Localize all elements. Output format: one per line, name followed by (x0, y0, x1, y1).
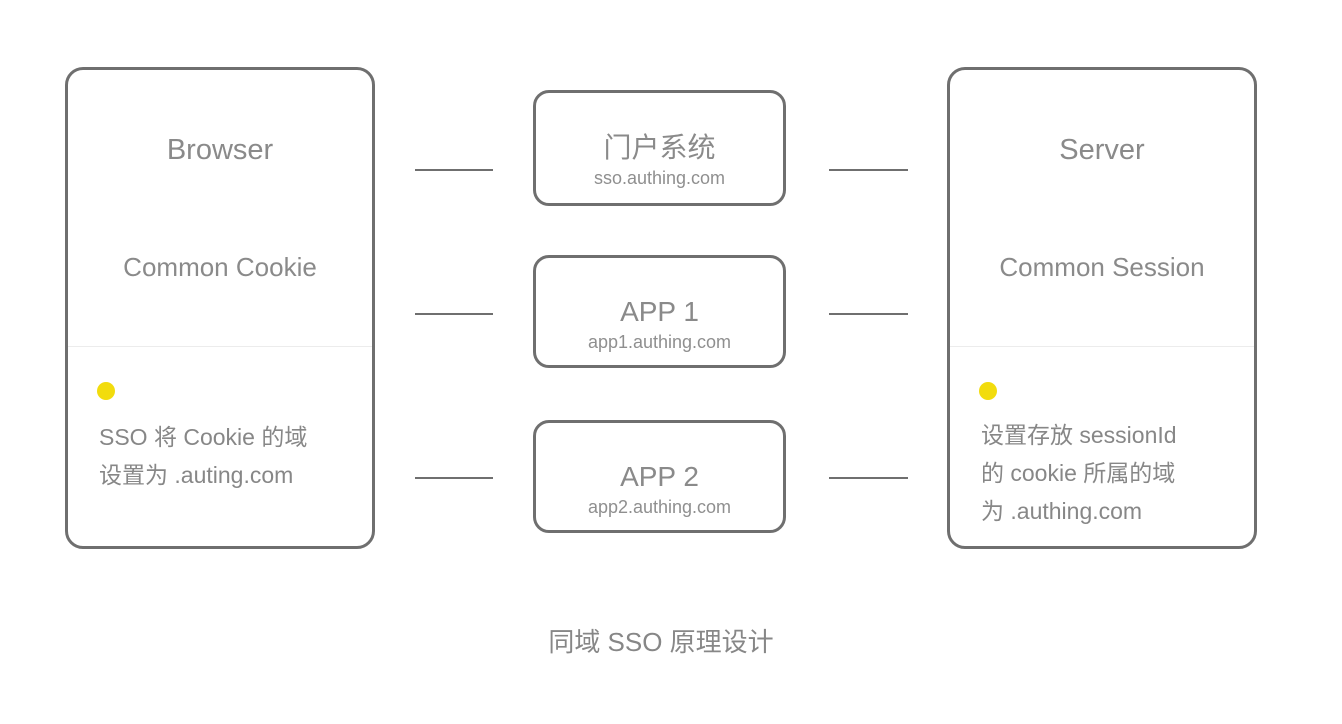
server-panel: Server Common Session 设置存放 sessionId 的 c… (947, 67, 1257, 549)
server-panel-title: Server (1059, 134, 1145, 166)
connector-line (829, 313, 908, 315)
browser-panel: Browser Common Cookie SSO 将 Cookie 的域 设置… (65, 67, 375, 549)
connector-line (415, 169, 493, 171)
diagram-caption: 同域 SSO 原理设计 (548, 627, 774, 657)
connector-line (415, 313, 493, 315)
server-panel-note: 设置存放 sessionId 的 cookie 所属的域 为 .authing.… (981, 422, 1177, 524)
node-title: APP 2 (620, 460, 699, 492)
node-app2: APP 2 app2.authing.com (533, 420, 786, 533)
connector-line (415, 477, 493, 479)
browser-panel-title: Browser (166, 134, 274, 166)
node-domain: app1.authing.com (587, 331, 732, 352)
yellow-bullet-icon (979, 382, 997, 400)
node-domain: app2.authing.com (587, 496, 732, 517)
common-cookie-label: Common Cookie (123, 252, 317, 282)
browser-panel-divider (68, 346, 372, 347)
browser-panel-note: SSO 将 Cookie 的域 设置为 .auting.com (99, 424, 308, 488)
connector-line (829, 169, 908, 171)
yellow-bullet-icon (97, 382, 115, 400)
node-domain: sso.authing.com (593, 168, 726, 188)
node-title: APP 1 (620, 295, 699, 327)
node-app1: APP 1 app1.authing.com (533, 255, 786, 368)
node-title: 门户系统 (603, 132, 716, 163)
connector-line (829, 477, 908, 479)
server-panel-divider (950, 346, 1254, 347)
common-session-label: Common Session (999, 252, 1205, 282)
node-portal-system: 门户系统 sso.authing.com (533, 90, 786, 206)
